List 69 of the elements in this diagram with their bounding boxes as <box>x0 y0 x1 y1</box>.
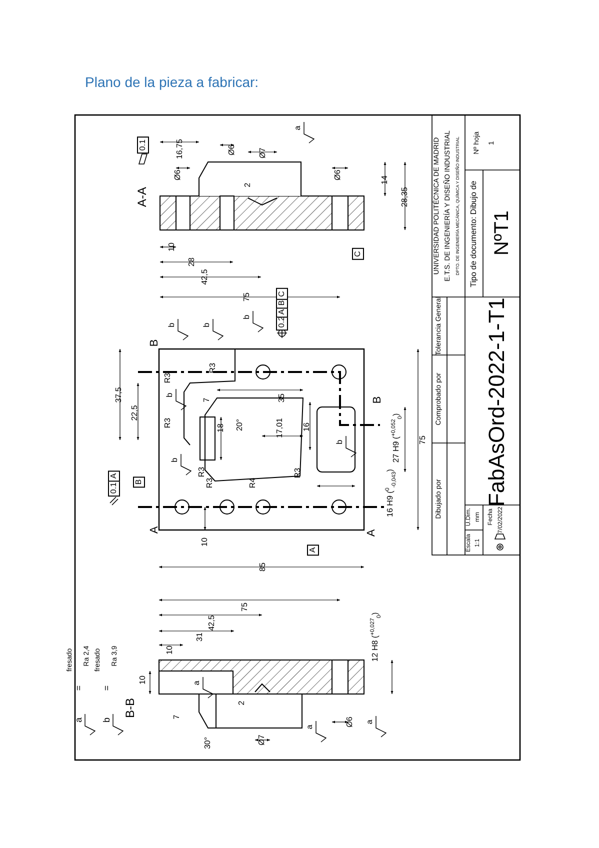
radius-dimension: R3 <box>164 418 172 428</box>
dimension-value: 16,75 <box>176 138 184 160</box>
dimension-value: 7 <box>173 714 181 720</box>
surface-finish-letter: a <box>294 126 302 130</box>
surface-finish-letter: b <box>203 322 211 328</box>
surface-finish-letter: b <box>171 458 179 462</box>
surface-finish-letter: a <box>193 680 201 686</box>
dimension-value: 37,5 <box>115 387 123 403</box>
datum-reference: A <box>108 470 120 482</box>
surface-finish-letter: a <box>74 718 84 722</box>
dimension-value: 35 <box>278 394 286 402</box>
title-block-label: Tipo de documento: Dibujo de <box>470 180 478 288</box>
page-title: Plano de la pieza a fabricar: <box>85 74 259 90</box>
dimension-value: Ø6 <box>174 170 182 180</box>
dimension-value: 17,01 <box>276 418 284 438</box>
surface-finish-letter: b <box>168 322 176 328</box>
dimension-value: 31 <box>196 632 204 642</box>
dimension-value: 14 <box>381 176 389 184</box>
datum-reference: C <box>276 288 288 300</box>
dimension-value: 10 <box>168 242 176 252</box>
equals-sign: = <box>102 685 112 691</box>
section-label: A <box>150 526 160 534</box>
dimension-value: Ø7 <box>258 734 266 746</box>
dimension-value: 2 <box>238 700 246 706</box>
dimension-value: 2 <box>244 182 252 188</box>
section-label: B <box>150 339 160 347</box>
surface-finish-letter: a <box>366 720 374 724</box>
surface-finish-letter: b <box>336 440 344 444</box>
dimension-value: Ø6 <box>334 170 342 180</box>
radius-dimension: R3 <box>206 478 214 488</box>
dimension-value: 7 <box>203 398 211 402</box>
dimension-value: 75 <box>241 602 249 612</box>
surface-finish-letter: b <box>102 718 112 722</box>
radius-dimension: R3 <box>164 372 172 384</box>
dimension-value: 28 <box>188 258 196 266</box>
dimension-value: 75 <box>243 292 251 302</box>
dimension-value: 10 <box>139 676 147 684</box>
surface-finish-letter: b <box>166 392 174 398</box>
surface-finish-letter: a <box>306 724 314 730</box>
section-label: A-A <box>136 187 148 207</box>
drawing-code: FabAsOrd-2022-1-T1 <box>486 297 508 507</box>
datum-label: B <box>133 476 145 488</box>
document-number: NºT1 <box>492 210 512 256</box>
tolerance-value: 0.1 <box>137 136 149 154</box>
radius-dimension: R3 <box>198 466 206 478</box>
dimension-value: 30° <box>204 736 212 750</box>
dimension-value: 42,5 <box>208 615 216 631</box>
dimension-value: 16 <box>303 422 311 432</box>
surface-finish-letter: b <box>243 314 251 320</box>
datum-label: C <box>352 248 364 260</box>
dimension-value: 22,5 <box>131 405 139 421</box>
section-label: A <box>366 529 378 537</box>
dimension-value: Ø6 <box>228 144 236 156</box>
radius-dimension: R4 <box>249 478 257 488</box>
angle-dimension: 20° <box>236 418 244 432</box>
dimension-value: 18 <box>217 424 225 432</box>
dimension-value: Ø6 <box>346 716 354 728</box>
dimension-value: 75 <box>419 436 427 444</box>
radius-dimension: R3 <box>294 468 302 478</box>
dimension-value: 10 <box>166 646 174 654</box>
dimension-value: Ø7 <box>259 148 267 158</box>
dimension-value: 28,35 <box>401 186 409 208</box>
datum-label: A <box>307 544 319 556</box>
section-label: B-B <box>124 698 136 718</box>
dimension-value: 85 <box>259 562 267 572</box>
section-label: B <box>372 396 384 404</box>
equals-sign: = <box>74 685 84 691</box>
dimension-value: 42,5 <box>201 269 209 285</box>
dimension-value: 10 <box>201 538 209 546</box>
